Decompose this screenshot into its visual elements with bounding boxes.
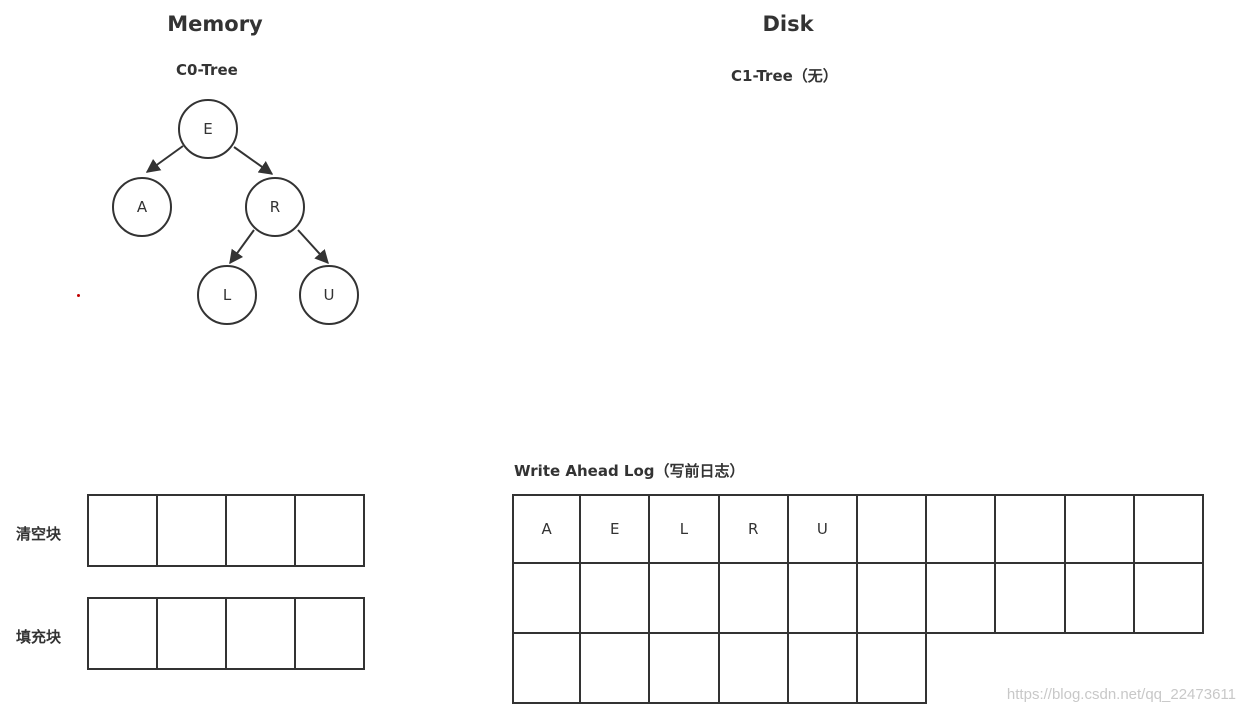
- wal-cell: [512, 564, 582, 634]
- tree-node-left: A: [112, 177, 172, 237]
- clear-block-cell: [158, 496, 227, 567]
- wal-cell: [650, 634, 720, 704]
- c0-tree-title: C0-Tree: [176, 61, 238, 79]
- tree-node-right: R: [245, 177, 305, 237]
- wal-cell: [788, 564, 858, 634]
- tree-node-root: E: [178, 99, 238, 159]
- disk-heading: Disk: [762, 12, 814, 36]
- clear-block-grid: [87, 494, 365, 567]
- edge-r-u: [297, 229, 329, 265]
- wal-title: Write Ahead Log（写前日志）: [514, 462, 745, 480]
- tree-node-right-right: U: [299, 265, 359, 325]
- wal-cell: [857, 494, 928, 564]
- edge-r-l: [229, 229, 255, 265]
- clear-block-cell: [296, 496, 365, 567]
- wal-cell: R: [719, 494, 789, 564]
- clear-block-cell: [227, 496, 296, 567]
- watermark: https://blog.csdn.net/qq_22473611: [1006, 686, 1236, 703]
- wal-cell: [719, 634, 789, 704]
- wal-cell: [996, 564, 1066, 634]
- fill-block-grid: [87, 597, 365, 670]
- memory-heading: Memory: [167, 12, 263, 36]
- wal-cell: A: [512, 494, 582, 564]
- edge-e-a: [145, 145, 184, 173]
- edge-e-r: [233, 146, 274, 175]
- wal-cell: [857, 564, 928, 634]
- wal-cell: [857, 634, 928, 704]
- tree-node-right-left: L: [197, 265, 257, 325]
- c1-tree-title: C1-Tree（无）: [731, 67, 838, 85]
- wal-cell: L: [650, 494, 720, 564]
- fill-block-cell: [296, 599, 365, 670]
- wal-cell: [927, 494, 997, 564]
- wal-cell: [581, 634, 651, 704]
- wal-cell: [927, 564, 997, 634]
- wal-cell: [512, 634, 582, 704]
- wal-cell: [1134, 494, 1204, 564]
- wal-cell: E: [581, 494, 651, 564]
- wal-cell: U: [788, 494, 858, 564]
- fill-block-cell: [158, 599, 227, 670]
- wal-cell: [1065, 494, 1135, 564]
- wal-cell: [996, 494, 1066, 564]
- clear-block-cell: [89, 496, 158, 567]
- marker-dot: [77, 294, 80, 297]
- clear-block-label: 清空块: [16, 525, 62, 543]
- wal-cell: [1134, 564, 1204, 634]
- fill-block-label: 填充块: [16, 628, 62, 646]
- fill-block-cell: [227, 599, 296, 670]
- wal-cell: [719, 564, 789, 634]
- fill-block-cell: [89, 599, 158, 670]
- wal-cell: [788, 634, 858, 704]
- wal-empty-slot: [927, 634, 996, 704]
- wal-cell: [650, 564, 720, 634]
- wal-cell: [1065, 564, 1135, 634]
- wal-cell: [581, 564, 651, 634]
